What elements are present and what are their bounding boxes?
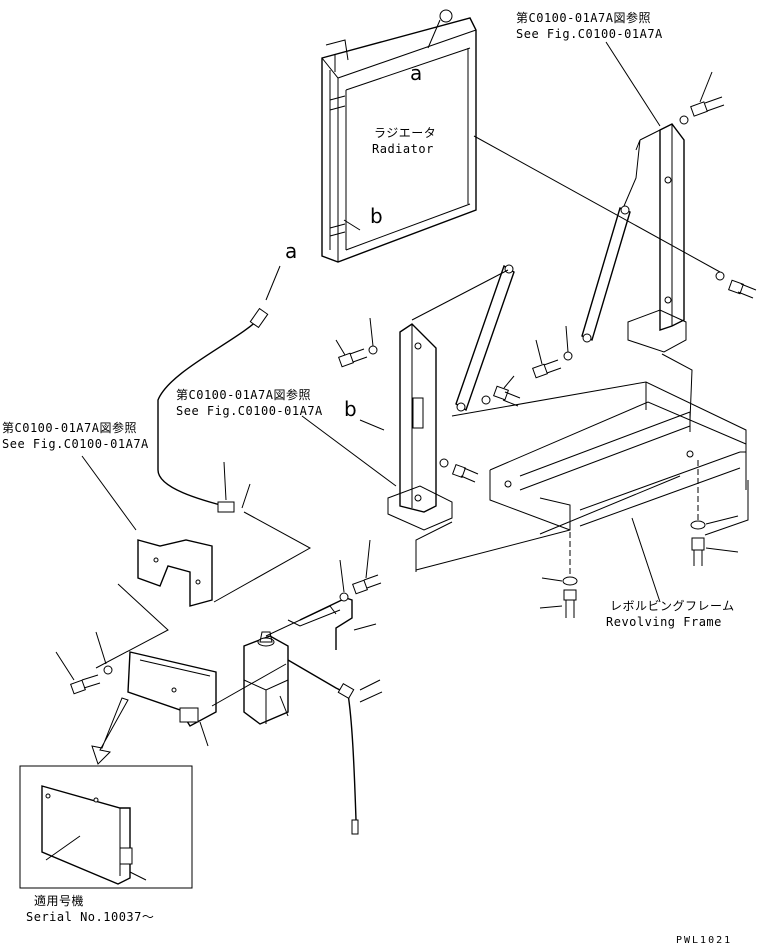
left-ref-leader (81, 455, 137, 531)
ref-top-en: See Fig.C0100-01A7A (516, 27, 663, 41)
tank-bracket (287, 597, 377, 650)
inset-detail (19, 765, 193, 889)
drawing-id: PWL1021 (676, 935, 733, 946)
reserve-tank (243, 631, 289, 725)
bolt-rod-lower (481, 375, 521, 407)
callout-a-left: a (285, 239, 298, 263)
lower-bracket (127, 651, 217, 727)
top-ref-leader (605, 41, 661, 127)
ref-left-jp: 第C0100-01A7A図参照 (2, 421, 137, 435)
serial-en: Serial No.10037～ (26, 910, 155, 924)
callout-a-top: a (410, 61, 423, 85)
bolt-stay-lower (439, 458, 479, 483)
ref-left-en: See Fig.C0100-01A7A (2, 437, 149, 451)
radiator (321, 9, 477, 263)
lower-bracket-leader (199, 721, 209, 747)
detail-arrow (91, 697, 129, 765)
bolt-lower-left (55, 631, 113, 695)
radiator-leader (473, 135, 721, 273)
revolving-frame (415, 353, 749, 571)
rod-leader (411, 269, 509, 321)
frame-en: Revolving Frame (606, 615, 722, 629)
arrow-b-mid (359, 419, 385, 431)
left-stay-bracket (387, 323, 453, 531)
mid-ref-leader (301, 415, 397, 487)
frame-leader (631, 517, 661, 603)
overflow-hose (157, 307, 312, 603)
serial-jp: 適用号機 (34, 894, 85, 908)
bolt-frame-center (539, 505, 578, 618)
arrow-a-left (265, 265, 281, 301)
bolt-right-mid (715, 271, 757, 299)
drain-hose (287, 659, 383, 835)
bolt-frame-right (690, 460, 739, 566)
bolt-middle-right (532, 325, 573, 379)
arrow-b-top (343, 219, 361, 231)
stay-connect-line (415, 521, 453, 572)
tank-hose (265, 605, 337, 637)
upper-left-bracket (137, 539, 213, 607)
bolt-tank (339, 539, 382, 602)
right-stay-bracket (623, 123, 687, 353)
radiator-en: Radiator (372, 142, 434, 156)
frame-jp: レボルビングフレーム (610, 599, 735, 613)
arrow-a-top (427, 19, 441, 49)
callout-b-mid: b (344, 397, 358, 421)
radiator-jp: ラジエータ (374, 126, 437, 140)
tank-to-bracket-line (211, 663, 287, 707)
bolt-middle-left (335, 317, 378, 368)
callout-b-top: b (370, 204, 384, 228)
ref-mid-en: See Fig.C0100-01A7A (176, 404, 323, 418)
ref-top-jp: 第C0100-01A7A図参照 (516, 11, 651, 25)
bolt-top-right (679, 71, 725, 125)
left-bracket-leader (95, 583, 169, 669)
right-rod (581, 205, 631, 343)
ref-mid-jp: 第C0100-01A7A図参照 (176, 388, 311, 402)
